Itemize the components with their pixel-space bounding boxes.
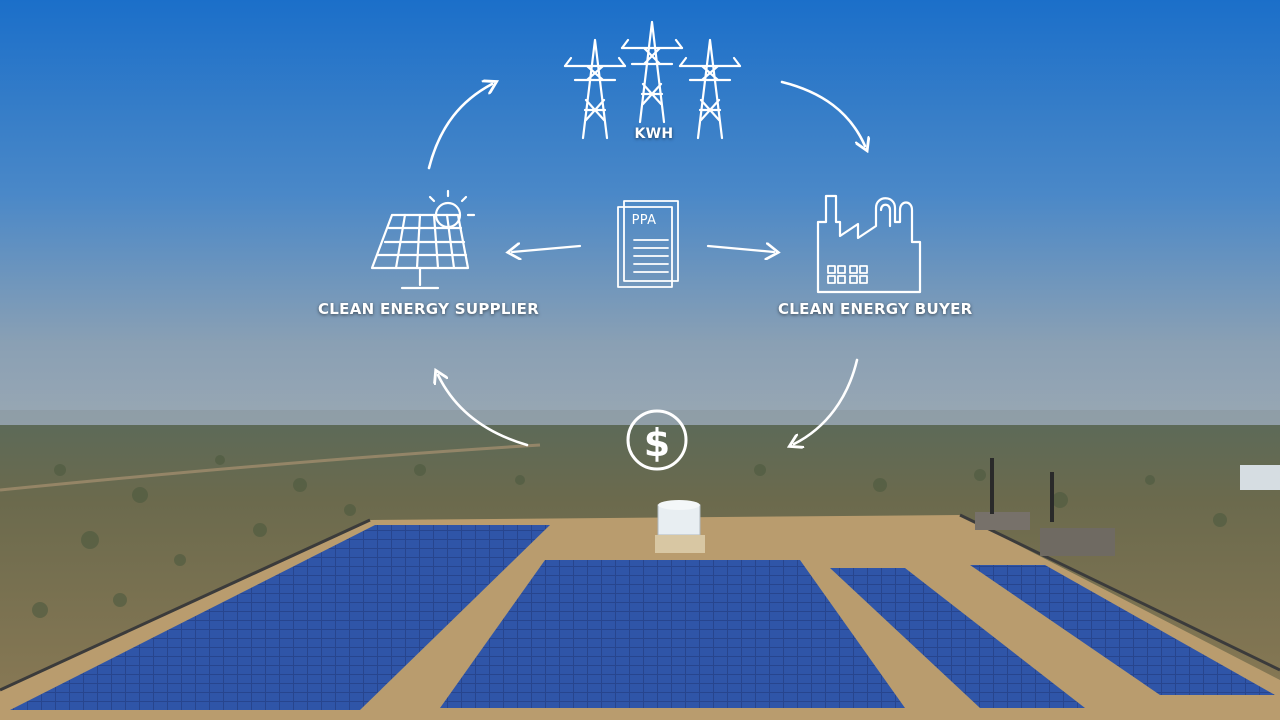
arrow-ppa-to-buyer [706,246,774,252]
chimney [990,458,994,514]
dirt-track [0,443,541,492]
arrow-kwh-to-buyer [780,80,865,146]
solar-array-left [10,525,550,710]
clean-energy-buyer-label: CLEAN ENERGY BUYER [778,300,973,318]
arrow-buyer-to-payment [794,358,859,444]
sky [0,0,1280,430]
solar-array-right-1 [830,568,1085,708]
dollar-coin-icon [626,409,688,471]
shed [975,512,1030,530]
fence-right [959,513,1280,672]
fence-left [0,518,371,692]
chimney [1050,472,1054,522]
arrow-supplier-to-kwh [427,84,492,170]
arrow-ppa-to-supplier [512,246,582,252]
shed [1040,528,1115,556]
control-building [655,535,705,553]
factory-icon [816,194,922,294]
solar-panel-icon [370,189,476,290]
scrub-texture [32,455,1227,618]
distant-building [1240,465,1280,490]
ppa-cycle-diagram [370,20,922,471]
kwh-label: KWH [634,126,674,142]
arrow-payment-to-supplier [438,375,529,447]
dollar-symbol: $ [644,421,670,465]
transmission-tower-icon [563,20,742,140]
ppa-label: PPA [631,213,657,228]
clean-energy-supplier-label: CLEAN ENERGY SUPPLIER [318,300,540,318]
solar-array-center [440,560,905,708]
water-tank-top [658,500,700,510]
solar-array-right-2 [970,565,1275,695]
document-icon [617,200,679,288]
